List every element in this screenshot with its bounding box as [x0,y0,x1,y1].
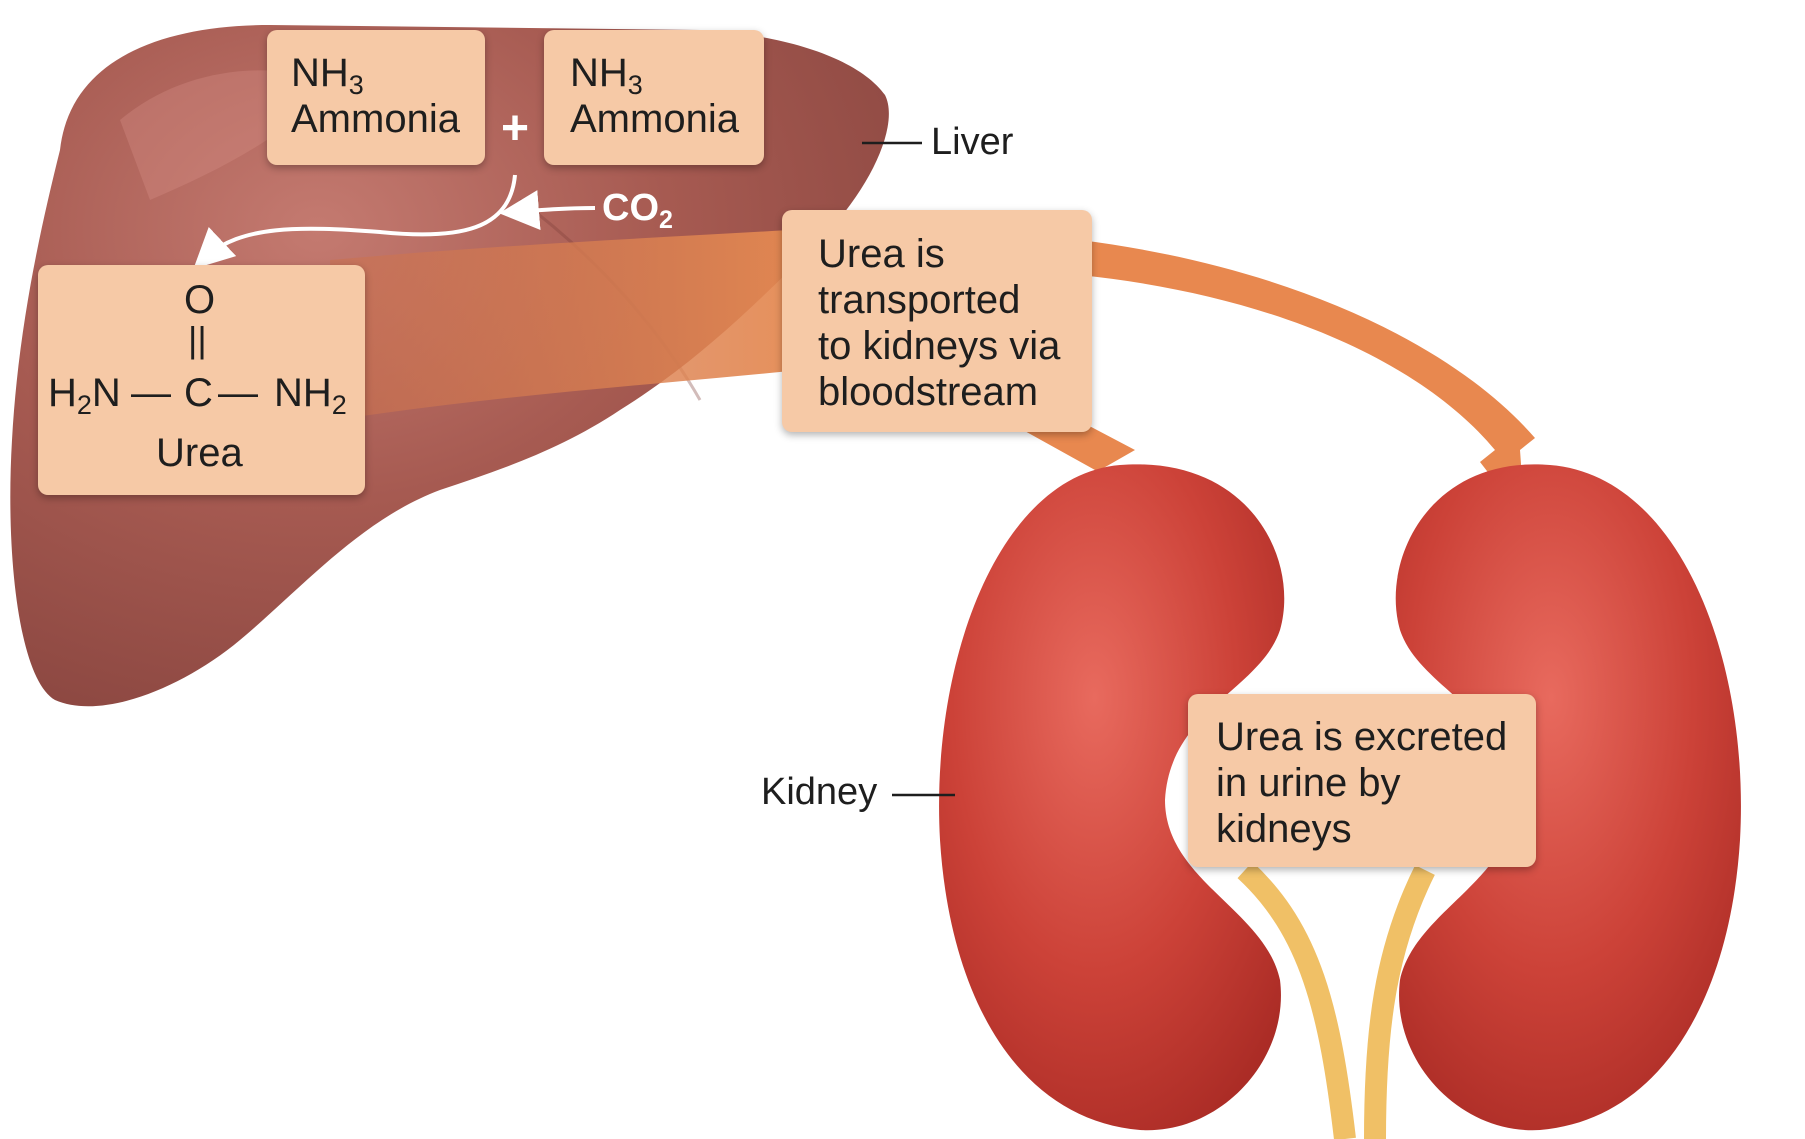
ammonia-name: Ammonia [570,96,764,142]
ammonia-box-right: NH3 Ammonia [544,30,764,165]
co2-label: CO2 [602,188,673,228]
ammonia-formula: NH3 [291,50,485,96]
ammonia-name: Ammonia [291,96,485,142]
urea-transport-band [330,230,800,420]
kidney-label: Kidney [761,770,877,814]
transport-description-box: Urea is transported to kidneys via blood… [782,210,1092,432]
ammonia-box-left: NH3 Ammonia [267,30,485,165]
amine-group-right: NH2 [274,370,347,416]
double-bond: || [188,317,207,363]
ammonia-formula: NH3 [570,50,764,96]
urea-structure-box: O || H2N — C — NH2 Urea [38,265,365,495]
plus-sign: + [501,105,529,153]
liver-label: Liver [931,120,1013,164]
urea-name: Urea [156,430,243,476]
carbon-atom: C [184,370,213,416]
single-bond-right: — [218,370,258,416]
amine-group-left: H2N [48,370,121,416]
single-bond-left: — [131,370,171,416]
excretion-description-box: Urea is excreted in urine by kidneys [1188,694,1536,867]
